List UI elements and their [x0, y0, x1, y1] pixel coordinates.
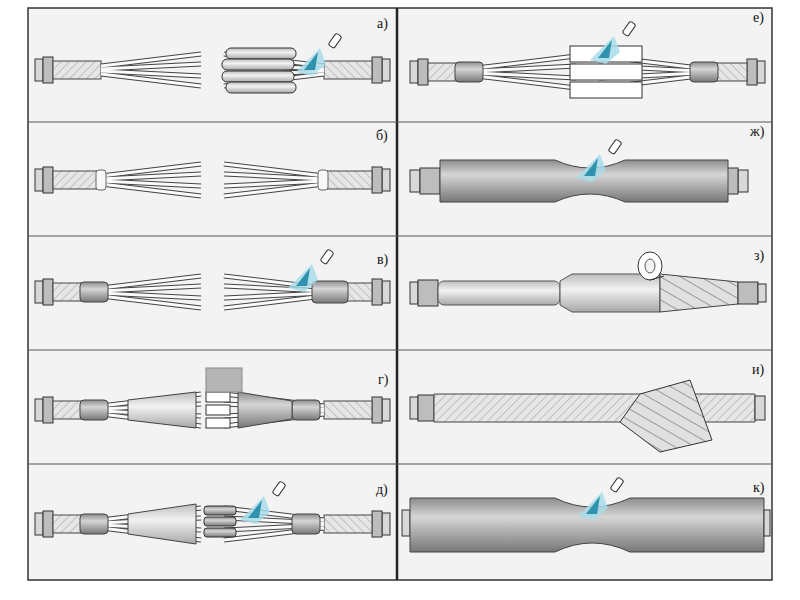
panel-letter: е)	[751, 10, 766, 26]
illustration-part	[28, 8, 772, 580]
illustration-part	[410, 282, 418, 304]
illustration-part	[224, 164, 390, 196]
illustration-part	[434, 394, 755, 422]
illustration-part	[226, 48, 296, 59]
illustration-part	[28, 464, 397, 465]
illustration-part	[650, 276, 664, 280]
illustration-part	[288, 249, 334, 292]
illustration-part	[410, 56, 576, 88]
illustration-part	[222, 59, 294, 70]
panel-letter: в)	[375, 252, 390, 268]
illustration-part	[620, 380, 712, 452]
illustration-part	[578, 477, 624, 520]
illustration-part	[590, 21, 636, 64]
step-k	[402, 477, 770, 552]
step-i	[410, 380, 765, 452]
illustration-part	[296, 33, 342, 76]
illustration-part	[238, 392, 292, 428]
illustration-part	[206, 405, 230, 415]
illustration-part	[570, 64, 642, 80]
step-g	[410, 139, 748, 202]
illustration-part	[80, 400, 108, 420]
illustration-part	[80, 282, 108, 302]
panel-letter: и)	[750, 362, 766, 378]
illustration-part	[402, 510, 410, 536]
illustration-part	[35, 276, 201, 308]
illustration-part	[438, 281, 560, 305]
illustration-part	[96, 170, 106, 190]
illustration-part	[645, 259, 655, 273]
illustration-part	[35, 164, 201, 196]
illustration-part	[570, 82, 642, 98]
illustration-part	[28, 236, 397, 237]
illustration-part	[80, 514, 108, 534]
illustration-part	[35, 54, 201, 86]
panel-letter: г)	[376, 372, 390, 388]
illustration-part	[738, 282, 758, 304]
illustration-part	[690, 62, 718, 82]
illustration-part	[128, 392, 196, 428]
illustration-part	[204, 517, 236, 526]
illustration-part	[455, 62, 483, 82]
illustration-part	[397, 236, 772, 237]
step-c	[35, 249, 390, 308]
illustration-part	[397, 122, 772, 123]
illustration-part	[660, 274, 738, 312]
step-a	[35, 33, 390, 93]
panel-letter: к)	[751, 480, 766, 496]
step-e	[35, 481, 390, 544]
illustration-part	[397, 350, 772, 351]
illustration-part	[28, 122, 397, 123]
illustration-part	[758, 284, 766, 302]
illustration-part	[410, 170, 420, 192]
illustration-part	[292, 514, 320, 534]
illustration-part	[638, 252, 662, 280]
illustration-part	[420, 168, 440, 194]
illustration-part	[292, 400, 320, 420]
illustration-part	[755, 396, 765, 420]
illustration-part	[226, 82, 296, 93]
panel-letter: а)	[375, 16, 390, 32]
illustration-part	[204, 506, 236, 515]
illustration-part	[312, 281, 348, 303]
illustration-part	[28, 350, 397, 351]
panel-letter: б)	[374, 128, 390, 144]
illustration-part	[206, 392, 230, 402]
step-f	[410, 21, 765, 98]
illustration-part	[560, 274, 660, 312]
illustration-part	[418, 395, 434, 421]
illustration-part	[576, 139, 622, 182]
illustration-part	[764, 510, 770, 536]
panel-letter: д)	[374, 482, 390, 498]
illustration-part	[396, 8, 399, 580]
illustration-part	[206, 418, 230, 428]
illustration-part	[418, 280, 438, 306]
panel-letter: ж)	[748, 124, 766, 140]
illustration-part	[410, 498, 764, 552]
illustration-part	[410, 397, 418, 419]
illustration-part	[222, 71, 294, 82]
illustration-part	[204, 528, 236, 537]
illustration-part	[738, 170, 748, 192]
illustration-part	[206, 368, 242, 392]
illustration-part	[128, 504, 196, 544]
illustration-part	[318, 170, 328, 190]
panel-letter: з)	[752, 248, 766, 264]
step-h	[410, 252, 766, 312]
illustration-part	[240, 481, 286, 524]
step-d	[35, 368, 390, 428]
illustration-part	[397, 464, 772, 465]
panel-grid	[28, 8, 772, 580]
step-b	[35, 164, 390, 196]
illustration-part	[440, 160, 728, 202]
